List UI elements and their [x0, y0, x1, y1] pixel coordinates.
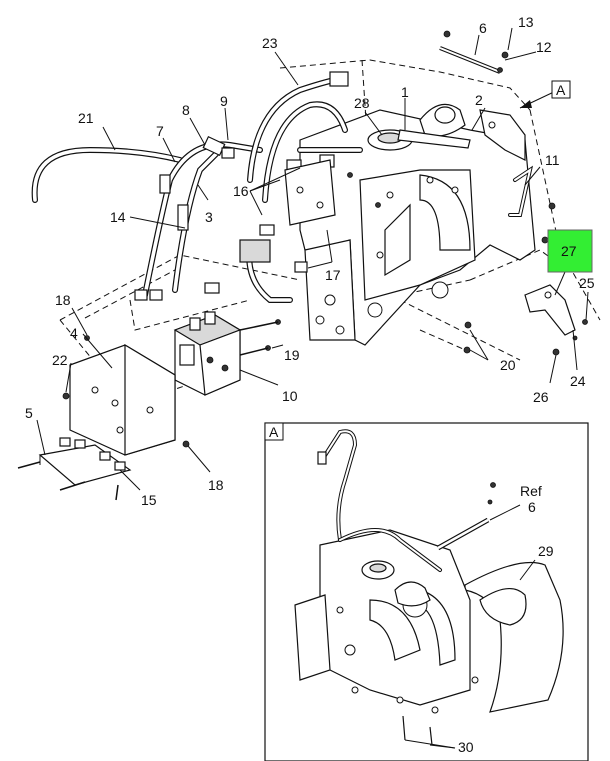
control-module	[173, 311, 242, 396]
callout-6-ref: 6	[528, 499, 536, 515]
callout-27: 27	[561, 243, 577, 259]
wire-harness-21	[31, 146, 183, 203]
callout-21: 21	[78, 110, 94, 126]
strap-rod	[439, 30, 509, 74]
callout-30: 30	[458, 739, 474, 755]
callout-6: 6	[479, 20, 487, 36]
reservoir-cap-assembly	[367, 103, 471, 151]
mounting-bracket	[299, 109, 536, 346]
callout-16: 16	[233, 183, 249, 199]
sensor-bracket	[524, 284, 588, 356]
callout-9: 9	[220, 93, 228, 109]
callout-19: 19	[284, 347, 300, 363]
callout-15: 15	[141, 492, 157, 508]
callout-11: 11	[545, 152, 560, 168]
callout-8: 8	[182, 102, 190, 118]
callout-1: 1	[401, 84, 409, 100]
callout-10: 10	[282, 388, 298, 404]
callout-26: 26	[533, 389, 549, 405]
callout-13: 13	[518, 14, 534, 30]
inset-marker-a-text: A	[269, 424, 279, 440]
highlight-box	[547, 229, 593, 273]
leader-lines	[36, 27, 589, 491]
callout-20: 20	[500, 357, 516, 373]
callout-27-highlight: 27	[547, 229, 593, 273]
ref-label: Ref	[520, 483, 542, 499]
vent-tube	[508, 165, 534, 217]
callout-4: 4	[70, 325, 78, 341]
detail-marker-a: A	[551, 80, 571, 99]
callout-18-upper: 18	[55, 292, 71, 308]
clamp-plate	[284, 159, 336, 226]
callout-labels: 1 2 3 4 5 6 7 8 9 10 11 12 13 14 15 16 1…	[25, 14, 595, 508]
callout-7: 7	[156, 123, 164, 139]
detail-marker-a-text: A	[556, 82, 566, 98]
callout-14: 14	[110, 209, 126, 225]
callout-23: 23	[262, 35, 278, 51]
callout-12: 12	[536, 39, 552, 55]
callout-25: 25	[579, 275, 595, 291]
side-bracket	[479, 109, 526, 161]
base-bracket	[17, 437, 132, 501]
callout-17: 17	[325, 267, 341, 283]
detail-inset: A	[264, 422, 589, 761]
callout-18-lower: 18	[208, 477, 224, 493]
callout-29: 29	[538, 543, 554, 559]
callout-3: 3	[205, 209, 213, 225]
connectors	[134, 71, 349, 301]
mounting-plate	[69, 343, 176, 456]
callout-24: 24	[570, 373, 586, 389]
callout-2: 2	[475, 92, 483, 108]
callout-28: 28	[354, 95, 370, 111]
callout-22: 22	[52, 352, 68, 368]
callout-5: 5	[25, 405, 33, 421]
module-bolts	[239, 321, 279, 356]
